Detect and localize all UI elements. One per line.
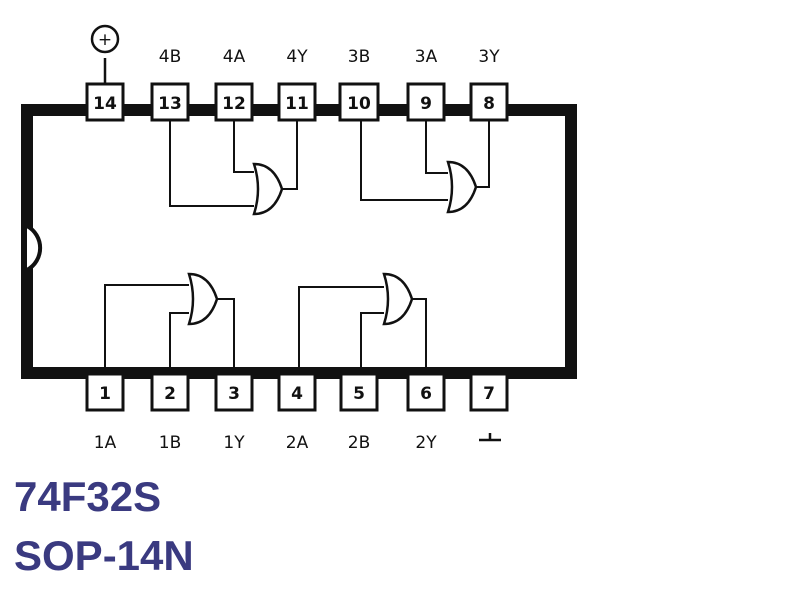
pin-label-3: 1Y <box>223 433 245 453</box>
pin-label-8: 3Y <box>478 47 500 67</box>
or-gate-1 <box>187 272 219 326</box>
pin-box <box>150 372 190 412</box>
pin-label-11: 4Y <box>286 47 308 67</box>
wire-4B <box>169 120 254 207</box>
pin-number: 2 <box>164 384 176 404</box>
pin-12: 12 <box>214 82 254 122</box>
pin-label-14: + <box>98 30 112 50</box>
pin-box <box>338 82 380 122</box>
pin-label-10: 3B <box>348 47 370 67</box>
pin-box <box>85 82 125 122</box>
pin-label-6: 2Y <box>415 433 437 453</box>
wire-1A <box>104 284 189 374</box>
pin-number: 10 <box>347 94 371 114</box>
wire-2B <box>360 312 384 374</box>
pin-number: 12 <box>222 94 246 114</box>
or-gate-2 <box>382 272 414 326</box>
pin-10: 10 <box>338 82 380 122</box>
wire-1Y <box>217 298 235 374</box>
pin-number: 14 <box>93 94 117 114</box>
pin-label-2: 1B <box>159 433 181 453</box>
pin-number: 13 <box>158 94 182 114</box>
pin-box <box>85 372 125 412</box>
pin-2: 2 <box>150 372 190 412</box>
pin-number: 8 <box>483 94 495 114</box>
wire-3Y <box>476 120 490 188</box>
pin-box <box>406 82 446 122</box>
pin-number: 6 <box>420 384 432 404</box>
pin-number: 11 <box>285 94 309 114</box>
pin-label-4: 2A <box>286 433 309 453</box>
wire-4A <box>233 120 254 173</box>
pin-label-9: 3A <box>415 47 438 67</box>
ground-icon <box>479 433 501 442</box>
wire-3B <box>360 120 448 201</box>
pin-box <box>150 82 190 122</box>
wire-2Y <box>412 298 427 374</box>
wire-4Y <box>282 120 298 190</box>
wire-1B <box>169 312 189 374</box>
vcc-symbol: + <box>90 24 120 84</box>
pin-1: 1 <box>85 372 125 412</box>
pin-number: 5 <box>353 384 365 404</box>
pin-11: 11 <box>277 82 317 122</box>
pin-label-1: 1A <box>94 433 117 453</box>
pin-label-13: 4B <box>159 47 181 67</box>
circled-plus-icon <box>90 24 120 54</box>
pin-number: 3 <box>228 384 240 404</box>
pin-label-5: 2B <box>348 433 370 453</box>
pin-4: 4 <box>277 372 317 412</box>
or-gate-3 <box>446 160 478 214</box>
pin-label-12: 4A <box>223 47 246 67</box>
pin-7: 7 <box>469 372 509 412</box>
pin-14: 14 <box>85 82 125 122</box>
pin-number: 4 <box>291 384 303 404</box>
pin-8: 8 <box>469 82 509 122</box>
pin-number: 7 <box>483 384 495 404</box>
wiring <box>104 120 490 374</box>
pin-number: 1 <box>99 384 111 404</box>
part-number: 74F32S <box>14 473 162 520</box>
pin-number: 9 <box>420 94 432 114</box>
pin-3: 3 <box>214 372 254 412</box>
wire-3A <box>425 120 448 174</box>
or-gate-4 <box>252 162 284 216</box>
package-type: SOP-14N <box>14 532 194 579</box>
pin-5: 5 <box>339 372 379 412</box>
pin-box <box>339 372 379 412</box>
package-notch <box>25 224 43 272</box>
pin-6: 6 <box>406 372 446 412</box>
pin-13: 13 <box>150 82 190 122</box>
pin-box <box>277 372 317 412</box>
pin-box <box>469 372 509 412</box>
wire-2A <box>298 286 384 374</box>
pin-9: 9 <box>406 82 446 122</box>
